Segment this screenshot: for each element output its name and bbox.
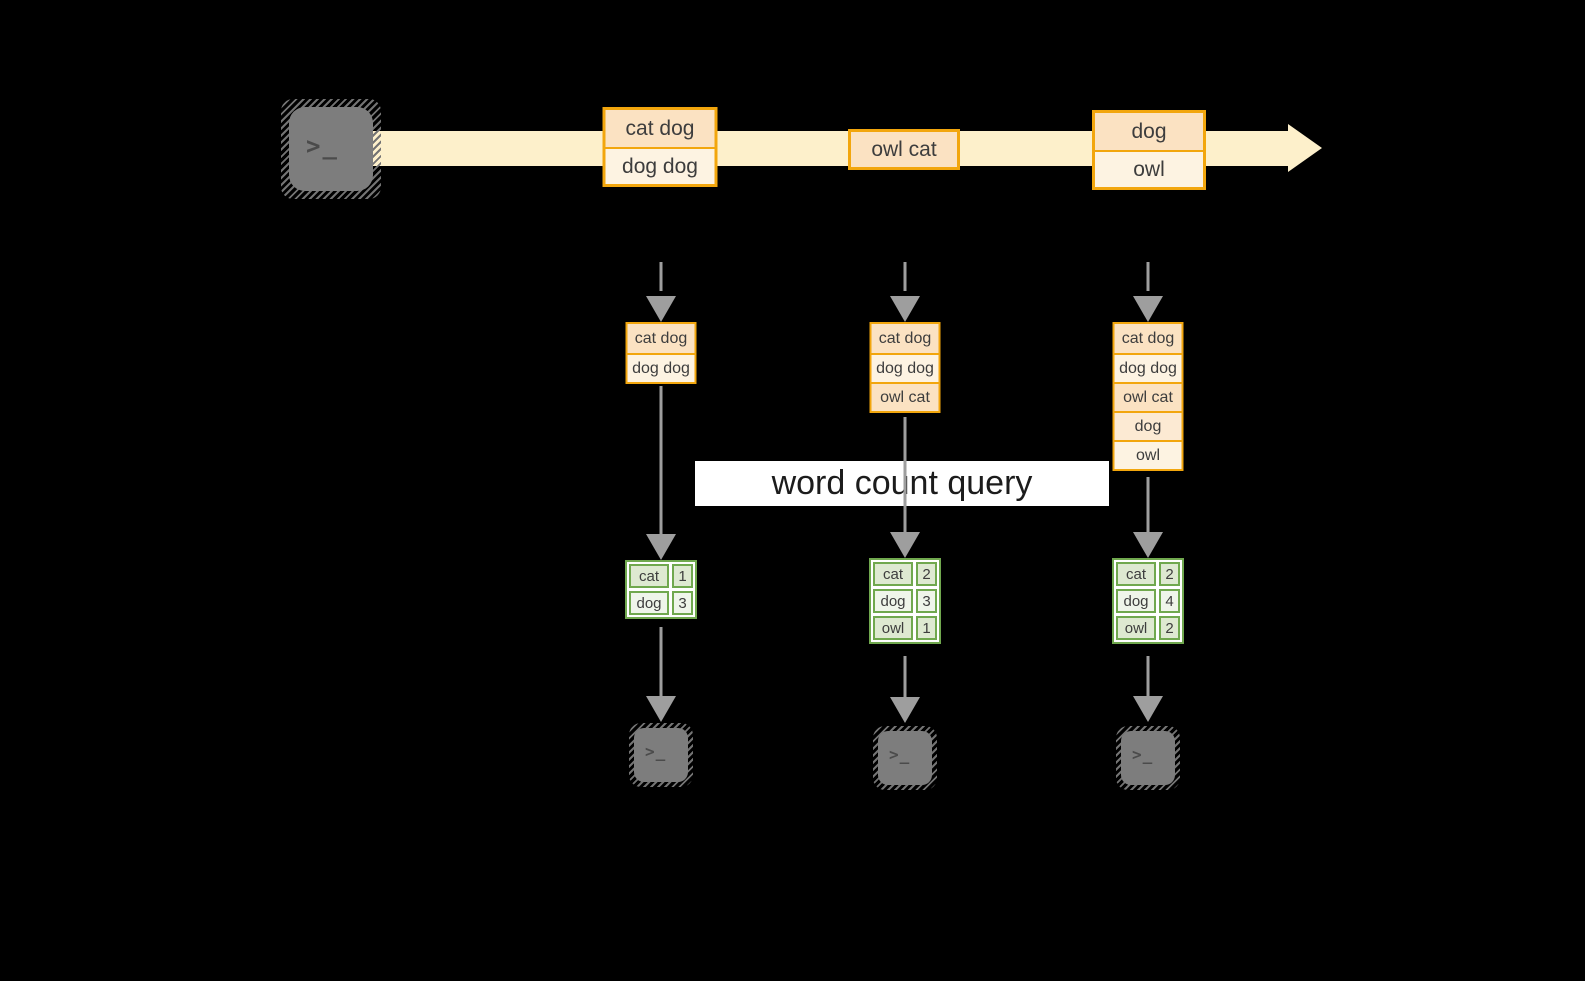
buffer-item: cat dog [1114,324,1182,353]
count-value: 1 [672,564,693,588]
query-arrow-head [646,534,676,560]
count-word: owl [1116,616,1156,640]
stream-event-batch-3: dog owl [1092,110,1206,190]
terminal-screen: >_ [634,728,688,782]
stream-arrow-head [1288,124,1322,172]
dashed-arrow-line [1146,262,1150,291]
query-banner: word count query [695,461,1109,506]
buffer-item: owl cat [1114,382,1182,411]
count-value: 3 [672,591,693,615]
terminal-icon: >_ [873,726,937,790]
count-word: cat [1116,562,1156,586]
buffer-stack-2: cat dog dog dog owl cat [869,322,941,413]
dashed-arrow-line [659,262,663,291]
query-arrow-head [890,532,920,558]
output-arrow-head [1133,696,1163,722]
stream-event-text: owl cat [851,132,957,167]
count-word: dog [1116,589,1156,613]
count-value: 1 [916,616,937,640]
terminal-icon: >_ [1116,726,1180,790]
terminal-icon: >_ [281,99,381,199]
terminal-screen: >_ [878,731,932,785]
output-arrow-head [890,697,920,723]
count-word: cat [629,564,669,588]
count-word: cat [873,562,913,586]
dashed-arrow-head [1133,296,1163,322]
count-table-3: cat 2 dog 4 owl 2 [1112,558,1184,644]
stream-event-text: owl [1095,150,1203,187]
stream-event-text: dog dog [605,147,715,184]
stream-event-batch-1: cat dog dog dog [602,107,718,187]
count-value: 2 [1159,616,1180,640]
buffer-stack-1: cat dog dog dog [625,322,697,384]
query-arrow-line [659,386,663,534]
terminal-icon: >_ [629,723,693,787]
count-value: 3 [916,589,937,613]
terminal-prompt-icon: >_ [645,742,667,761]
count-word: dog [873,589,913,613]
output-arrow-line [659,627,663,696]
buffer-item: dog dog [627,353,695,382]
buffer-item: dog dog [871,353,939,382]
query-banner-label: word count query [771,464,1033,502]
buffer-stack-3: cat dog dog dog owl cat dog owl [1112,322,1184,471]
query-arrow-head [1133,532,1163,558]
buffer-item: dog [1114,411,1182,440]
count-value: 2 [1159,562,1180,586]
dashed-arrow-head [646,296,676,322]
terminal-prompt-icon: >_ [306,132,339,160]
count-value: 2 [916,562,937,586]
count-word: owl [873,616,913,640]
buffer-item: cat dog [871,324,939,353]
count-table-1: cat 1 dog 3 [625,560,697,619]
buffer-item: owl cat [871,382,939,411]
terminal-prompt-icon: >_ [889,745,911,764]
query-arrow-line [903,417,907,532]
buffer-item: owl [1114,440,1182,469]
buffer-item: dog dog [1114,353,1182,382]
terminal-prompt-icon: >_ [1132,745,1154,764]
terminal-screen: >_ [1121,731,1175,785]
output-arrow-line [1146,656,1150,696]
buffer-item: cat dog [627,324,695,353]
stream-event-text: dog [1095,113,1203,150]
stream-event-text: cat dog [605,110,715,147]
count-value: 4 [1159,589,1180,613]
output-arrow-head [646,696,676,722]
count-word: dog [629,591,669,615]
stream-event-batch-2: owl cat [848,129,960,170]
count-table-2: cat 2 dog 3 owl 1 [869,558,941,644]
query-arrow-line [1146,477,1150,532]
dashed-arrow-line [903,262,907,291]
output-arrow-line [903,656,907,697]
terminal-screen: >_ [289,107,373,191]
dashed-arrow-head [890,296,920,322]
